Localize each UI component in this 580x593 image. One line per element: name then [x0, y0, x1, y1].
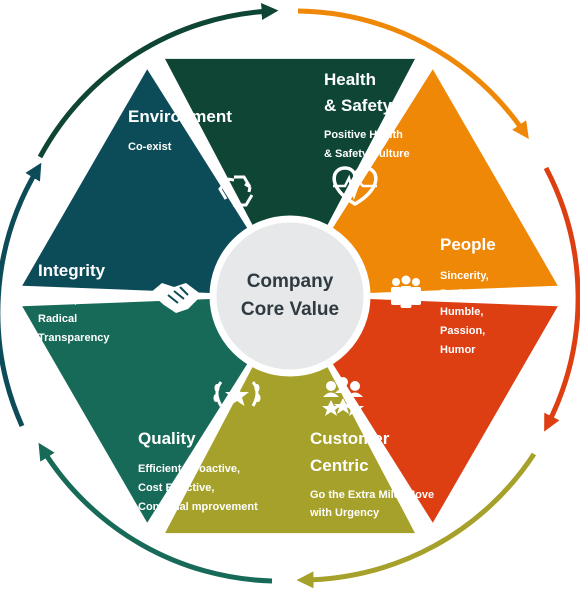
- cycle-arrow-top: [37, 2, 279, 159]
- integrity-title: Integrity: [38, 261, 106, 280]
- people-desc-line4: Passion,: [440, 325, 485, 337]
- customer-title-line1: Customer: [310, 429, 390, 448]
- people-desc-line2: Professional,: [440, 288, 509, 300]
- cycle-arrow-top-right: [297, 8, 529, 140]
- recycle-icon: [218, 175, 254, 211]
- cycle-arrow-right: [543, 166, 580, 432]
- segment-people: [327, 298, 558, 523]
- segment-quality-text: Quality Efficient, Proactive, Cost Effec…: [138, 429, 258, 513]
- quality-desc-line3: Continual mprovement: [138, 501, 258, 513]
- segment-people-text: People Sincerity, Professional, Humble, …: [440, 235, 509, 356]
- cycle-arrow-left: [0, 162, 42, 428]
- segment-customer-centric-text: Customer Centric Go the Extra Mile, Move…: [309, 429, 434, 519]
- heart-pulse-icon: [332, 166, 378, 207]
- customer-desc-line2: with Urgency: [309, 507, 380, 519]
- segment-health: [327, 69, 558, 294]
- center-title-line2: Core Value: [241, 299, 339, 320]
- quality-title: Quality: [138, 429, 196, 448]
- health-desc-line2: & Safety Culture: [324, 148, 410, 160]
- people-title: People: [440, 235, 496, 254]
- customer-stars-icon: [322, 377, 364, 416]
- people-desc-line1: Sincerity,: [440, 270, 489, 282]
- laurel-star-icon: [213, 381, 261, 407]
- handshake-icon: [150, 283, 202, 313]
- segment-customer: [165, 357, 415, 534]
- segments: [22, 58, 558, 534]
- segment-health-safety-text: Health & Safety Positive Health & Safety…: [324, 70, 410, 160]
- customer-desc-line1: Go the Extra Mile, Move: [310, 489, 434, 501]
- quality-desc-line1: Efficient, Proactive,: [138, 463, 240, 475]
- segment-environment: [165, 58, 415, 235]
- environment-title: Environment: [128, 107, 232, 126]
- quality-desc-line2: Cost Effective,: [138, 482, 214, 494]
- cycle-arrow-bottom: [296, 452, 537, 589]
- people-desc-line5: Humor: [440, 344, 476, 356]
- people-desc-line3: Humble,: [440, 306, 483, 318]
- health-title-line1: Health: [324, 70, 376, 89]
- people-group-icon: [391, 275, 421, 308]
- segment-integrity-text: Integrity Ethical, Radical Transparency: [38, 261, 110, 344]
- environment-desc-line1: Co-exist: [128, 141, 172, 153]
- integrity-desc-line1: Ethical,: [38, 294, 77, 306]
- segment-quality: [22, 298, 253, 523]
- customer-title-line2: Centric: [310, 456, 369, 475]
- cycle-arrow-bottom-left: [38, 442, 273, 584]
- segment-environment-text: Environment Co-exist: [128, 107, 232, 153]
- health-title-line2: & Safety: [324, 96, 393, 115]
- segment-integrity: [22, 69, 253, 294]
- center-circle: [209, 215, 371, 377]
- integrity-desc-line2: Radical: [38, 313, 77, 325]
- health-desc-line1: Positive Health: [324, 129, 403, 141]
- center-title-line1: Company: [247, 271, 334, 292]
- integrity-desc-line3: Transparency: [38, 332, 110, 344]
